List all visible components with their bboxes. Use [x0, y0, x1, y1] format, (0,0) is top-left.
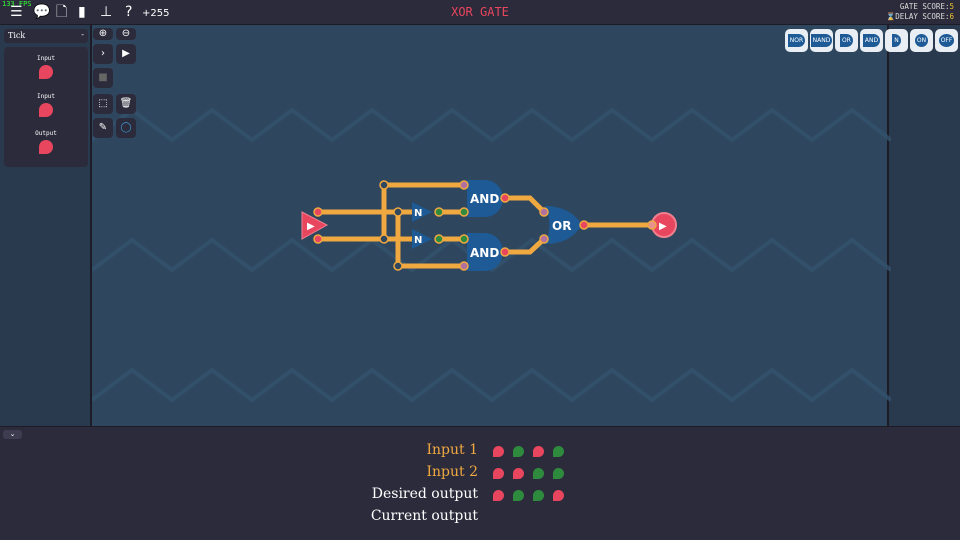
- hierarchy-icon[interactable]: ⊥: [100, 4, 113, 20]
- row-label-desired-output: Desired output: [371, 486, 478, 502]
- counter: +255: [142, 8, 170, 19]
- delay-score: 6: [949, 12, 954, 21]
- not-gate-1[interactable]: N: [412, 202, 432, 222]
- row-label-input-2: Input 2: [426, 464, 478, 480]
- truth-value-on: [513, 490, 524, 501]
- fps-counter: 133 FPS: [2, 0, 32, 8]
- row-label-current-output: Current output: [370, 508, 478, 524]
- truth-value-on: [513, 446, 524, 457]
- palette-off-label: OFF: [938, 34, 955, 47]
- or-gate-label: OR: [552, 219, 571, 233]
- input-block[interactable]: ▶: [301, 211, 329, 240]
- tick-selector[interactable]: Tick -: [4, 29, 88, 43]
- truth-value-off: [493, 446, 504, 457]
- and-gate-1[interactable]: AND: [467, 180, 503, 217]
- zoom-in-button[interactable]: ⊕: [93, 28, 113, 40]
- input-icon: [39, 65, 53, 79]
- palette-not-label: N: [892, 34, 901, 47]
- circuit-diagram: ▶ AND AND N N OR ▶: [90, 107, 893, 403]
- svg-text:▶: ▶: [659, 221, 667, 232]
- input-icon: [39, 103, 53, 117]
- not-gate-1-label: N: [414, 208, 422, 219]
- truth-value-off: [513, 468, 524, 479]
- palette-or-label: OR: [840, 34, 853, 47]
- gate-score: 5: [949, 2, 954, 11]
- color-wheel-button[interactable]: ◯: [116, 118, 136, 138]
- book-icon[interactable]: ▮: [78, 4, 86, 20]
- truth-value-off: [493, 468, 504, 479]
- component-output[interactable]: Output: [4, 130, 88, 154]
- truth-value-on: [553, 446, 564, 457]
- component-label: Input: [36, 93, 56, 100]
- pins[interactable]: [313, 180, 657, 271]
- component-label: Output: [35, 130, 57, 137]
- or-gate[interactable]: OR: [545, 206, 582, 244]
- palette-nand-label: NAND: [810, 34, 833, 47]
- truth-value-off: [533, 446, 544, 457]
- right-panel: [889, 25, 960, 426]
- trash-button[interactable]: 🗑: [116, 94, 136, 114]
- and-gate-2[interactable]: AND: [467, 233, 503, 271]
- truth-table-panel: ⌄ Input 1 Input 2 Desired output Current…: [0, 426, 960, 540]
- palette-not[interactable]: N: [885, 29, 908, 52]
- circuit-canvas[interactable]: ▶ AND AND N N OR ▶: [90, 25, 893, 426]
- palette-on-label: ON: [914, 34, 929, 47]
- document-icon[interactable]: 🗋: [56, 4, 68, 20]
- tick-toggle[interactable]: -: [81, 30, 84, 39]
- play-button[interactable]: ▶: [116, 44, 136, 64]
- truth-value-off: [553, 490, 564, 501]
- palette-and[interactable]: AND: [860, 29, 883, 52]
- truth-value-off: [493, 490, 504, 501]
- palette-nand[interactable]: NAND: [810, 29, 833, 52]
- component-input-2[interactable]: Input: [4, 93, 88, 117]
- palette-or[interactable]: OR: [835, 29, 858, 52]
- output-icon: [39, 140, 53, 154]
- component-list: Input Input Output: [4, 47, 88, 167]
- and-gate-2-label: AND: [470, 246, 499, 260]
- and-gate-1-label: AND: [470, 192, 499, 206]
- pencil-button[interactable]: ✎: [93, 118, 113, 138]
- palette-nor-label: NOR: [787, 34, 806, 47]
- truth-value-on: [533, 490, 544, 501]
- palette-and-label: AND: [862, 34, 881, 47]
- level-title: XOR GATE: [451, 5, 509, 19]
- gate-score-label: GATE SCORE:: [899, 2, 950, 11]
- palette-off[interactable]: OFF: [935, 29, 958, 52]
- select-button[interactable]: ⬚: [93, 94, 113, 114]
- background-pattern: [90, 107, 893, 403]
- scores: GATE SCORE:5 ⌛DELAY SCORE:6: [886, 2, 954, 22]
- tick-label: Tick: [8, 31, 26, 40]
- svg-text:▶: ▶: [307, 221, 315, 232]
- palette-nor[interactable]: NOR: [785, 29, 808, 52]
- not-gate-2[interactable]: N: [412, 229, 432, 249]
- menu-icon[interactable]: ☰: [10, 4, 23, 20]
- component-label: Input: [36, 55, 56, 62]
- truth-value-on: [553, 468, 564, 479]
- step-button[interactable]: ›: [93, 44, 113, 64]
- truth-value-on: [533, 468, 544, 479]
- row-label-input-1: Input 1: [426, 442, 478, 458]
- top-bar: 133 FPS ☰ 💬 🗋 ▮ ⊥ ? +255 XOR GATE GATE S…: [0, 0, 960, 25]
- chat-icon[interactable]: 💬: [33, 4, 51, 20]
- hourglass-icon: ⌛: [885, 12, 896, 21]
- stop-button[interactable]: ■: [93, 68, 113, 88]
- collapse-button[interactable]: ⌄: [3, 430, 22, 439]
- zoom-out-button[interactable]: ⊖: [116, 28, 136, 40]
- palette-on[interactable]: ON: [910, 29, 933, 52]
- component-input-1[interactable]: Input: [4, 55, 88, 79]
- not-gate-2-label: N: [414, 235, 422, 246]
- help-icon[interactable]: ?: [125, 4, 133, 20]
- delay-score-label: DELAY SCORE:: [895, 12, 950, 21]
